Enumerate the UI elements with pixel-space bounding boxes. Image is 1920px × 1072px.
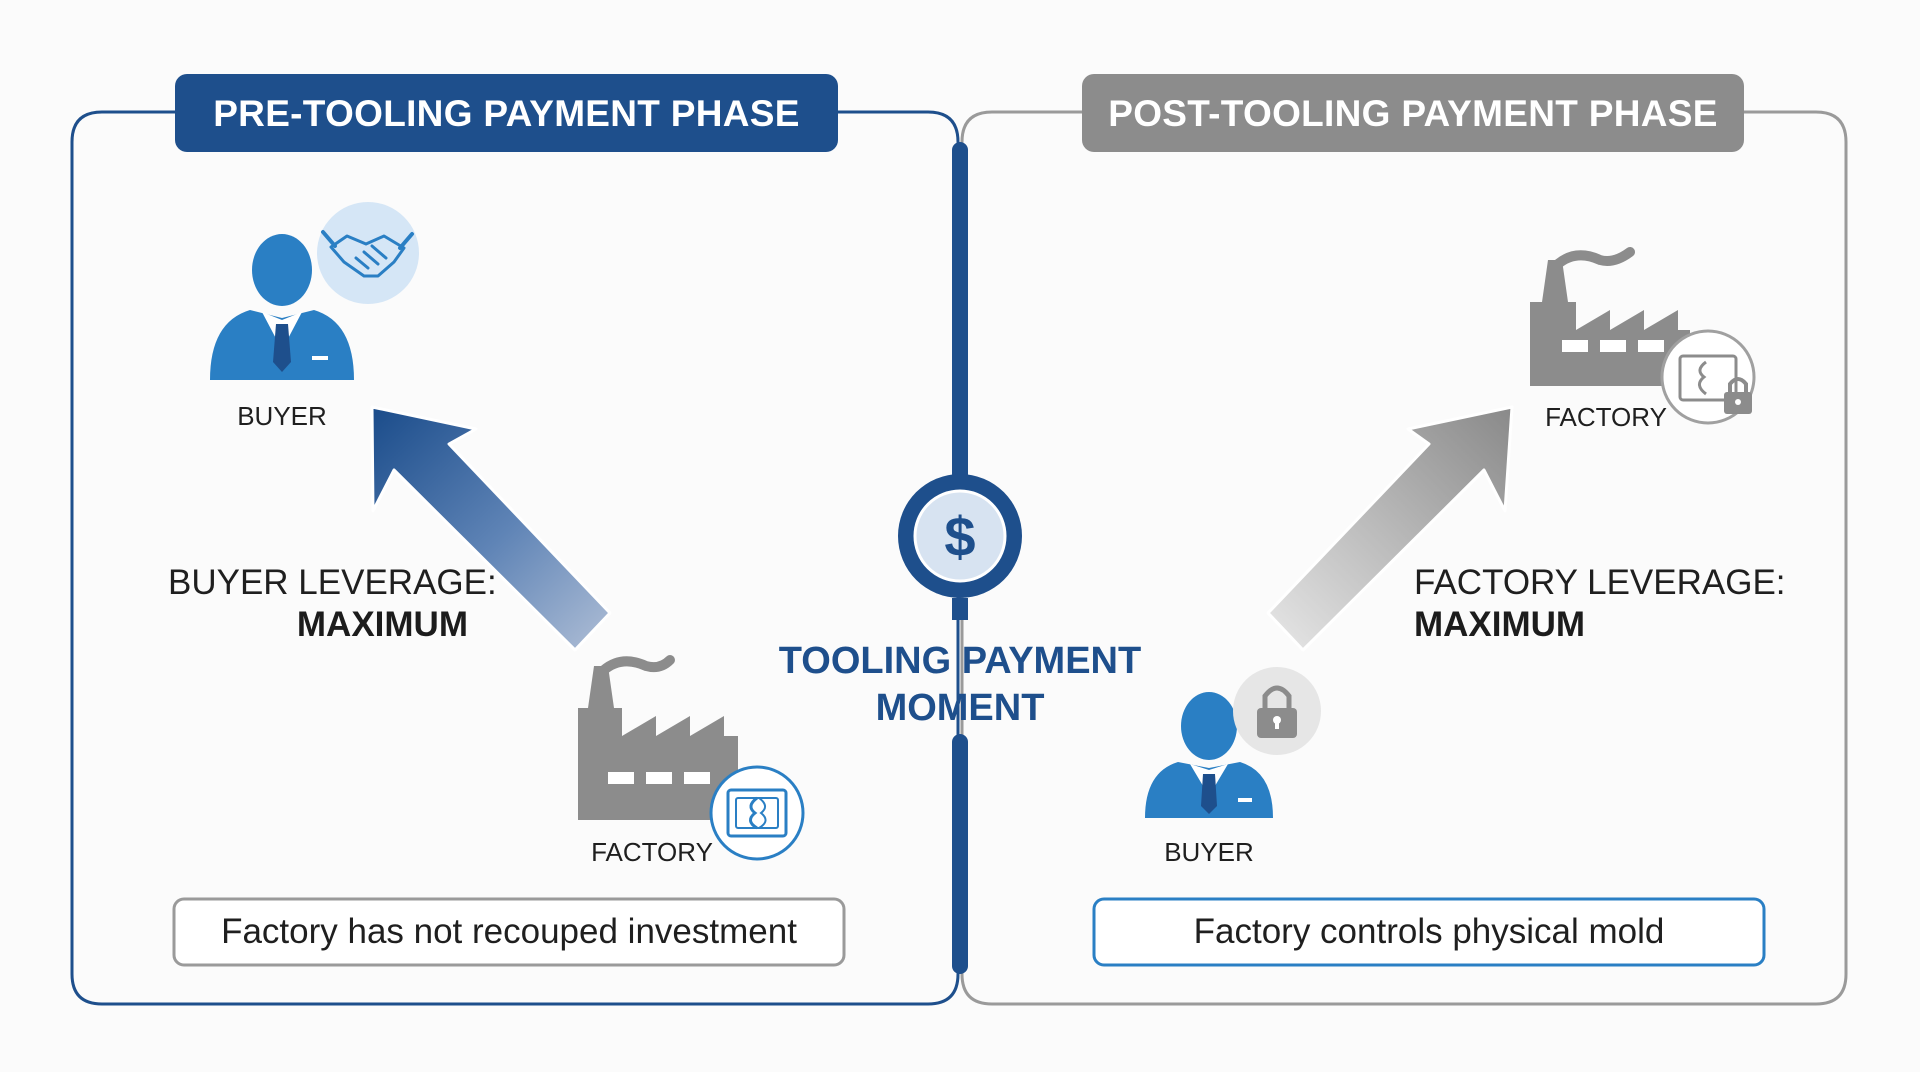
post-phase-header <box>1082 74 1744 152</box>
pre-factory-icon <box>578 655 738 820</box>
pre-statement: Factory has not recouped investment <box>221 912 797 951</box>
pre-phase-panel <box>70 110 960 1006</box>
moment-label-line2: MOMENT <box>875 687 1045 729</box>
post-factory-icon <box>1530 247 1690 386</box>
pre-leverage-label: BUYER LEVERAGE: <box>168 563 497 602</box>
handshake-icon <box>317 202 419 304</box>
dollar-icon: $ <box>898 474 1022 598</box>
pre-buyer-icon <box>210 234 354 380</box>
pre-buyer-label: BUYER <box>237 401 327 431</box>
post-buyer-icon <box>1145 692 1273 818</box>
moment-label-line1: TOOLING PAYMENT <box>778 640 1142 682</box>
buyer-leverage-arrow <box>370 405 612 652</box>
pre-leverage-value: MAXIMUM <box>296 605 468 644</box>
post-statement-box <box>1092 897 1766 967</box>
mold-icon <box>709 765 805 861</box>
post-phase-title: POST-TOOLING PAYMENT PHASE <box>1108 93 1718 134</box>
post-phase-panel <box>960 110 1848 1006</box>
lock-icon <box>1233 667 1321 755</box>
post-leverage-value: MAXIMUM <box>1414 605 1586 644</box>
locked-mold-icon <box>1660 329 1756 425</box>
post-leverage-label: FACTORY LEVERAGE: <box>1414 563 1786 602</box>
pre-phase-title: PRE-TOOLING PAYMENT PHASE <box>213 93 800 134</box>
pre-phase-header <box>175 74 838 152</box>
post-factory-label: FACTORY <box>1545 402 1667 432</box>
pre-factory-label: FACTORY <box>591 837 713 867</box>
svg-text:$: $ <box>944 505 975 568</box>
pre-statement-box <box>172 897 846 967</box>
factory-leverage-arrow <box>1266 405 1514 652</box>
post-buyer-label: BUYER <box>1164 837 1254 867</box>
post-statement: Factory controls physical mold <box>1193 912 1665 951</box>
